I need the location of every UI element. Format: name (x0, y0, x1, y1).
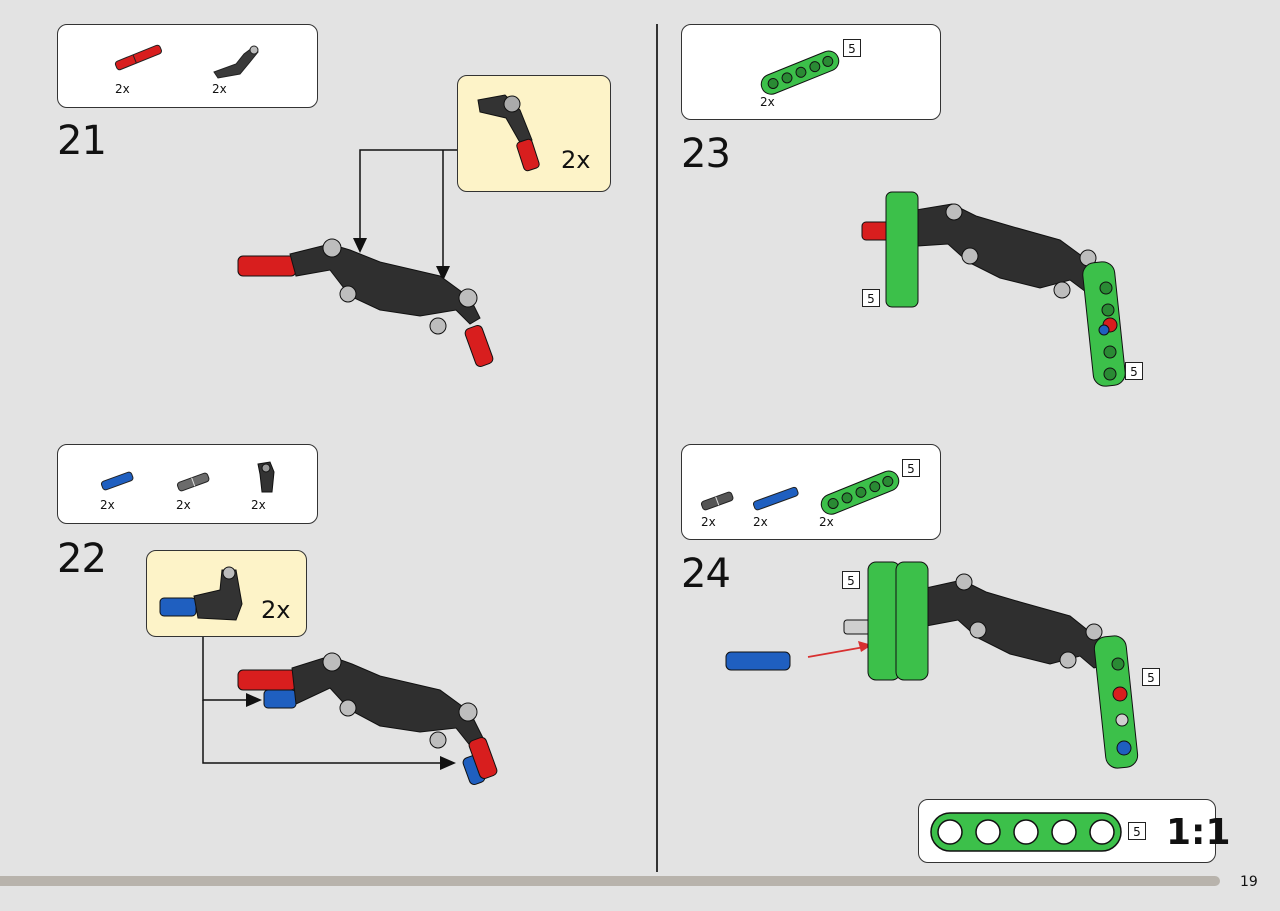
pin-connector-icon (257, 461, 275, 493)
step-22-number: 22 (57, 536, 107, 582)
step-24-beam-label-2: 5 (1142, 668, 1160, 686)
grey-pin-icon (700, 491, 734, 511)
step-22-part-3-qty: 2x (251, 498, 266, 512)
step-21-parts-callout (57, 24, 318, 108)
red-axle-pin-icon (114, 44, 162, 71)
step-23-part-1-qty: 2x (760, 95, 775, 109)
step-22-part-1-qty: 2x (100, 498, 115, 512)
step-21-subassembly-callout (457, 75, 611, 192)
arm-model-23 (861, 191, 1126, 387)
arm-model-24 (725, 561, 1139, 769)
step-23-beam-length-label: 5 (843, 39, 861, 57)
step-21-number: 21 (57, 118, 107, 164)
step-21-part-1-qty: 2x (115, 82, 130, 96)
step-23-number: 23 (681, 131, 731, 177)
step-23-beam-label-2: 5 (1125, 362, 1143, 380)
step-24-beam-label-1: 5 (842, 571, 860, 589)
arm-model-22 (237, 652, 498, 785)
page-divider (656, 24, 658, 872)
step-21-subassembly-qty: 2x (561, 146, 591, 174)
step-24-part-2-qty: 2x (753, 515, 768, 529)
step-24-number: 24 (681, 551, 731, 597)
scale-reference-label: 1:1 (1166, 812, 1231, 853)
step-21-part-2-qty: 2x (212, 82, 227, 96)
step-24-part-1-qty: 2x (701, 515, 716, 529)
step-23-beam-label-1: 5 (862, 289, 880, 307)
step-22-subassembly-qty: 2x (261, 596, 291, 624)
connector-blue-pin-icon (159, 566, 243, 621)
footer-bar (0, 876, 1220, 886)
green-beam-5-icon (760, 50, 840, 95)
step-24-parts-callout (681, 444, 941, 540)
green-beam-5-icon (820, 470, 900, 515)
scale-reference-length: 5 (1128, 822, 1146, 840)
blue-axle-pin-icon (100, 471, 134, 491)
step-22-part-2-qty: 2x (176, 498, 191, 512)
step-24-beam-length-label: 5 (902, 459, 920, 477)
green-beam-5-scale-icon (930, 812, 1122, 852)
grey-pin-icon (176, 472, 210, 492)
angle-connector-red-pin-icon (477, 94, 540, 172)
blue-axle-pin-icon (752, 486, 799, 511)
arm-model-21 (237, 238, 494, 367)
step-24-part-3-qty: 2x (819, 515, 834, 529)
angle-connector-icon (213, 45, 259, 79)
page-number: 19 (1240, 874, 1258, 890)
